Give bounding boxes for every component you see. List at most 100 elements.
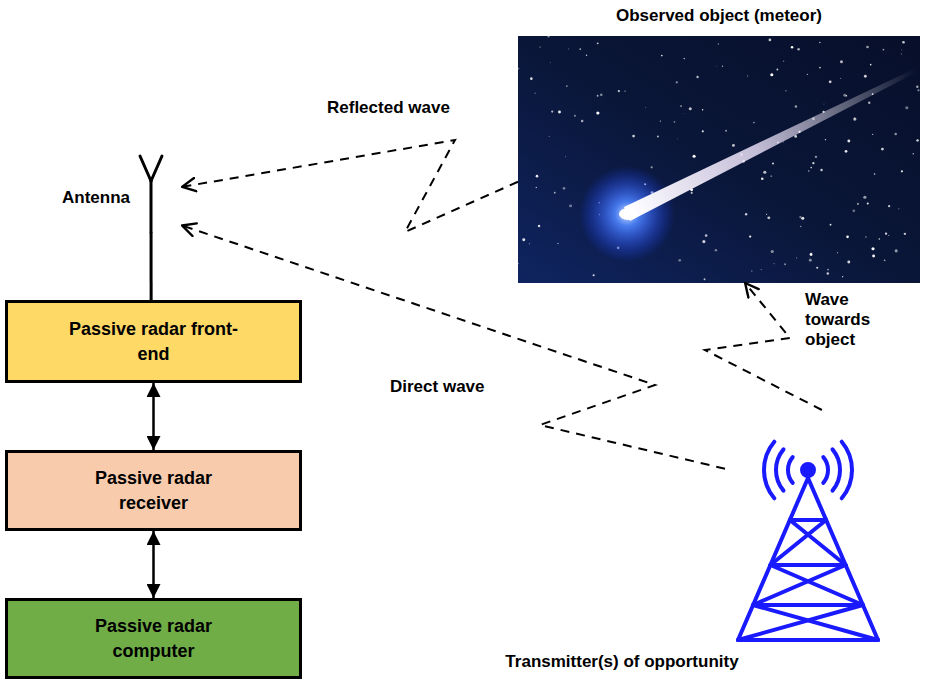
star [801,217,804,220]
star [857,203,859,205]
antenna-symbol [140,156,162,232]
object-label: Observed object (meteor) [518,5,920,27]
box-label: Passive radar computer [66,614,241,663]
star [810,167,812,169]
star [632,135,635,138]
star [770,175,772,177]
star [812,162,814,164]
link-arrow [150,232,153,300]
star [827,269,829,271]
star [797,48,799,50]
meteor-head [619,208,637,220]
star [808,170,809,171]
process-box: Passive radar receiver [5,450,302,531]
star [596,111,599,114]
star [536,175,539,178]
star [799,216,801,218]
star [518,263,519,264]
star [579,48,581,50]
link-arrow [152,383,155,450]
star [574,115,576,117]
star [696,76,698,78]
star [722,66,723,67]
star [794,135,797,138]
star [905,106,908,109]
star [678,259,681,262]
star [810,253,813,256]
star [661,55,663,57]
star [563,187,566,190]
star [884,260,886,262]
star [680,105,682,107]
star [795,105,798,108]
star [916,86,918,88]
star [895,249,898,252]
star [901,49,903,51]
star [683,113,685,115]
star [791,46,793,48]
star [657,136,659,138]
star [569,204,572,207]
star [689,107,692,110]
star [845,150,848,153]
star [558,111,561,114]
wave-label: Reflected wave [325,98,452,118]
meteor-glow [579,166,675,262]
star [881,148,884,151]
star [872,134,873,135]
star [863,196,866,199]
star [581,120,583,122]
star [879,238,881,240]
star [913,153,914,154]
star [704,278,706,280]
star [568,48,570,50]
star [820,169,822,171]
star [772,163,774,165]
star [766,214,767,215]
star [847,140,850,143]
box-label: Passive radar receiver [66,466,241,515]
star [769,39,772,42]
star [840,60,843,63]
star [837,252,838,253]
star [773,263,775,265]
star [902,41,905,44]
star [600,93,603,96]
star [864,75,867,78]
object-label: Antenna [62,187,130,209]
star [674,121,676,123]
process-box: Passive radar computer [5,598,302,679]
wave-arrow [182,140,518,232]
star [809,259,812,262]
star [676,81,678,83]
star [783,61,784,62]
star [871,247,874,250]
star [870,64,872,66]
star [763,171,766,174]
star [823,103,825,105]
star [842,276,843,277]
star [660,120,661,121]
star [816,267,818,269]
star [771,250,774,253]
star [776,68,778,70]
star [693,155,696,158]
star [557,243,558,244]
meteor-tail [624,68,917,221]
star [796,257,797,258]
star [872,255,875,258]
star [566,85,568,87]
star [852,209,855,212]
star [549,136,550,137]
star [565,156,567,158]
star [829,80,832,83]
star [846,236,849,239]
meteor-image: Observed object (meteor) [518,36,920,283]
star [745,213,747,215]
star [702,130,704,132]
star [529,243,530,244]
star [843,94,846,97]
star [651,166,653,168]
star [894,133,896,135]
